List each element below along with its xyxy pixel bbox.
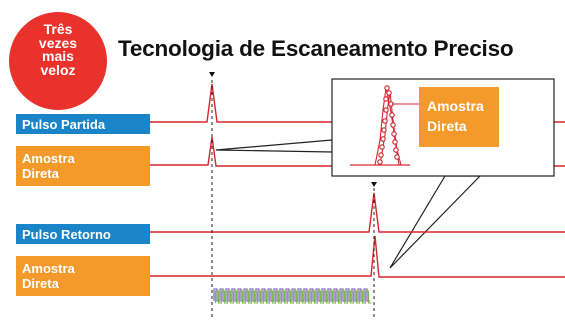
- badge-line: veloz: [40, 61, 76, 78]
- zoom-sample-label-line: Direta: [427, 118, 467, 134]
- return-marker-arrow: [371, 182, 377, 187]
- diagram-title: Tecnologia de Escaneamento Preciso: [118, 36, 514, 61]
- speed-badge-text: Três vezes mais veloz: [9, 21, 107, 78]
- zoomed-waveform: [350, 85, 419, 166]
- speed-badge: Três vezes mais veloz: [9, 12, 107, 110]
- start-marker-arrow: [209, 72, 215, 77]
- clock-trace: [213, 288, 372, 304]
- badge-line: mais: [42, 48, 74, 64]
- direct-sample-label-1: Amostra Direta: [16, 146, 150, 186]
- callout-pointer-upper: [215, 139, 333, 153]
- marker-arrows: [209, 72, 377, 187]
- clock-wave-green: [214, 290, 372, 304]
- badge-line: Três: [43, 21, 73, 37]
- badge-line: vezes: [38, 34, 78, 51]
- zoom-sample-label: Amostra Direta: [419, 87, 499, 147]
- direct-sample-label-2: Amostra Direta: [16, 256, 150, 296]
- return-pulse-label: Pulso Retorno: [16, 224, 150, 244]
- callout-pointer-lower: [389, 175, 482, 269]
- return-pulse-line: [150, 192, 565, 233]
- sample-points: [377, 85, 400, 165]
- direct-sample-label-line: Amostra: [22, 151, 75, 166]
- direct-sample-line-2: [150, 235, 565, 278]
- time-markers: [211, 80, 375, 318]
- clock-wave-purple: [213, 288, 370, 302]
- direct-sample-label-line: Amostra: [22, 261, 75, 276]
- return-pulse-label-text: Pulso Retorno: [22, 226, 111, 242]
- direct-sample-label-line: Direta: [22, 166, 59, 181]
- direct-sample-label-line: Direta: [22, 276, 59, 291]
- zoom-sample-label-line: Amostra: [427, 98, 484, 114]
- start-pulse-label-text: Pulso Partida: [22, 116, 106, 132]
- start-pulse-label: Pulso Partida: [16, 114, 150, 134]
